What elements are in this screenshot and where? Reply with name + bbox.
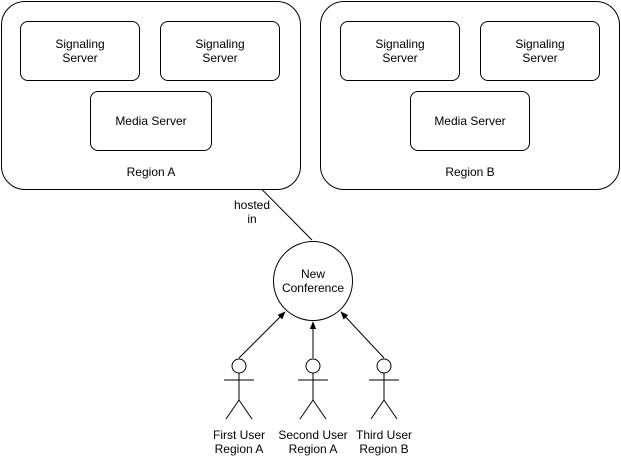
new-conference-node: New Conference [273, 241, 353, 321]
region-b-signaling-server-2: Signaling Server [480, 21, 600, 81]
first-user-label: First User Region A [213, 428, 265, 456]
region-b-label: Region B [445, 165, 495, 179]
second-user-label: Second User Region A [278, 428, 348, 456]
actor-third-user-icon [369, 358, 399, 420]
region-b-signaling-server-1: Signaling Server [340, 21, 460, 81]
region-a-media-server: Media Server [90, 91, 212, 151]
hosted-in-label: hosted in [233, 198, 271, 226]
region-a-label: Region A [126, 165, 176, 179]
region-a-signaling-server-1: Signaling Server [20, 21, 140, 81]
edge-third-user [340, 311, 385, 359]
actor-second-user-icon [298, 358, 328, 420]
region-a-signaling-server-2: Signaling Server [160, 21, 280, 81]
actor-first-user-icon [224, 358, 254, 420]
third-user-label: Third User Region B [355, 428, 412, 456]
region-b-media-server: Media Server [410, 91, 530, 151]
edge-first-user [238, 311, 286, 359]
